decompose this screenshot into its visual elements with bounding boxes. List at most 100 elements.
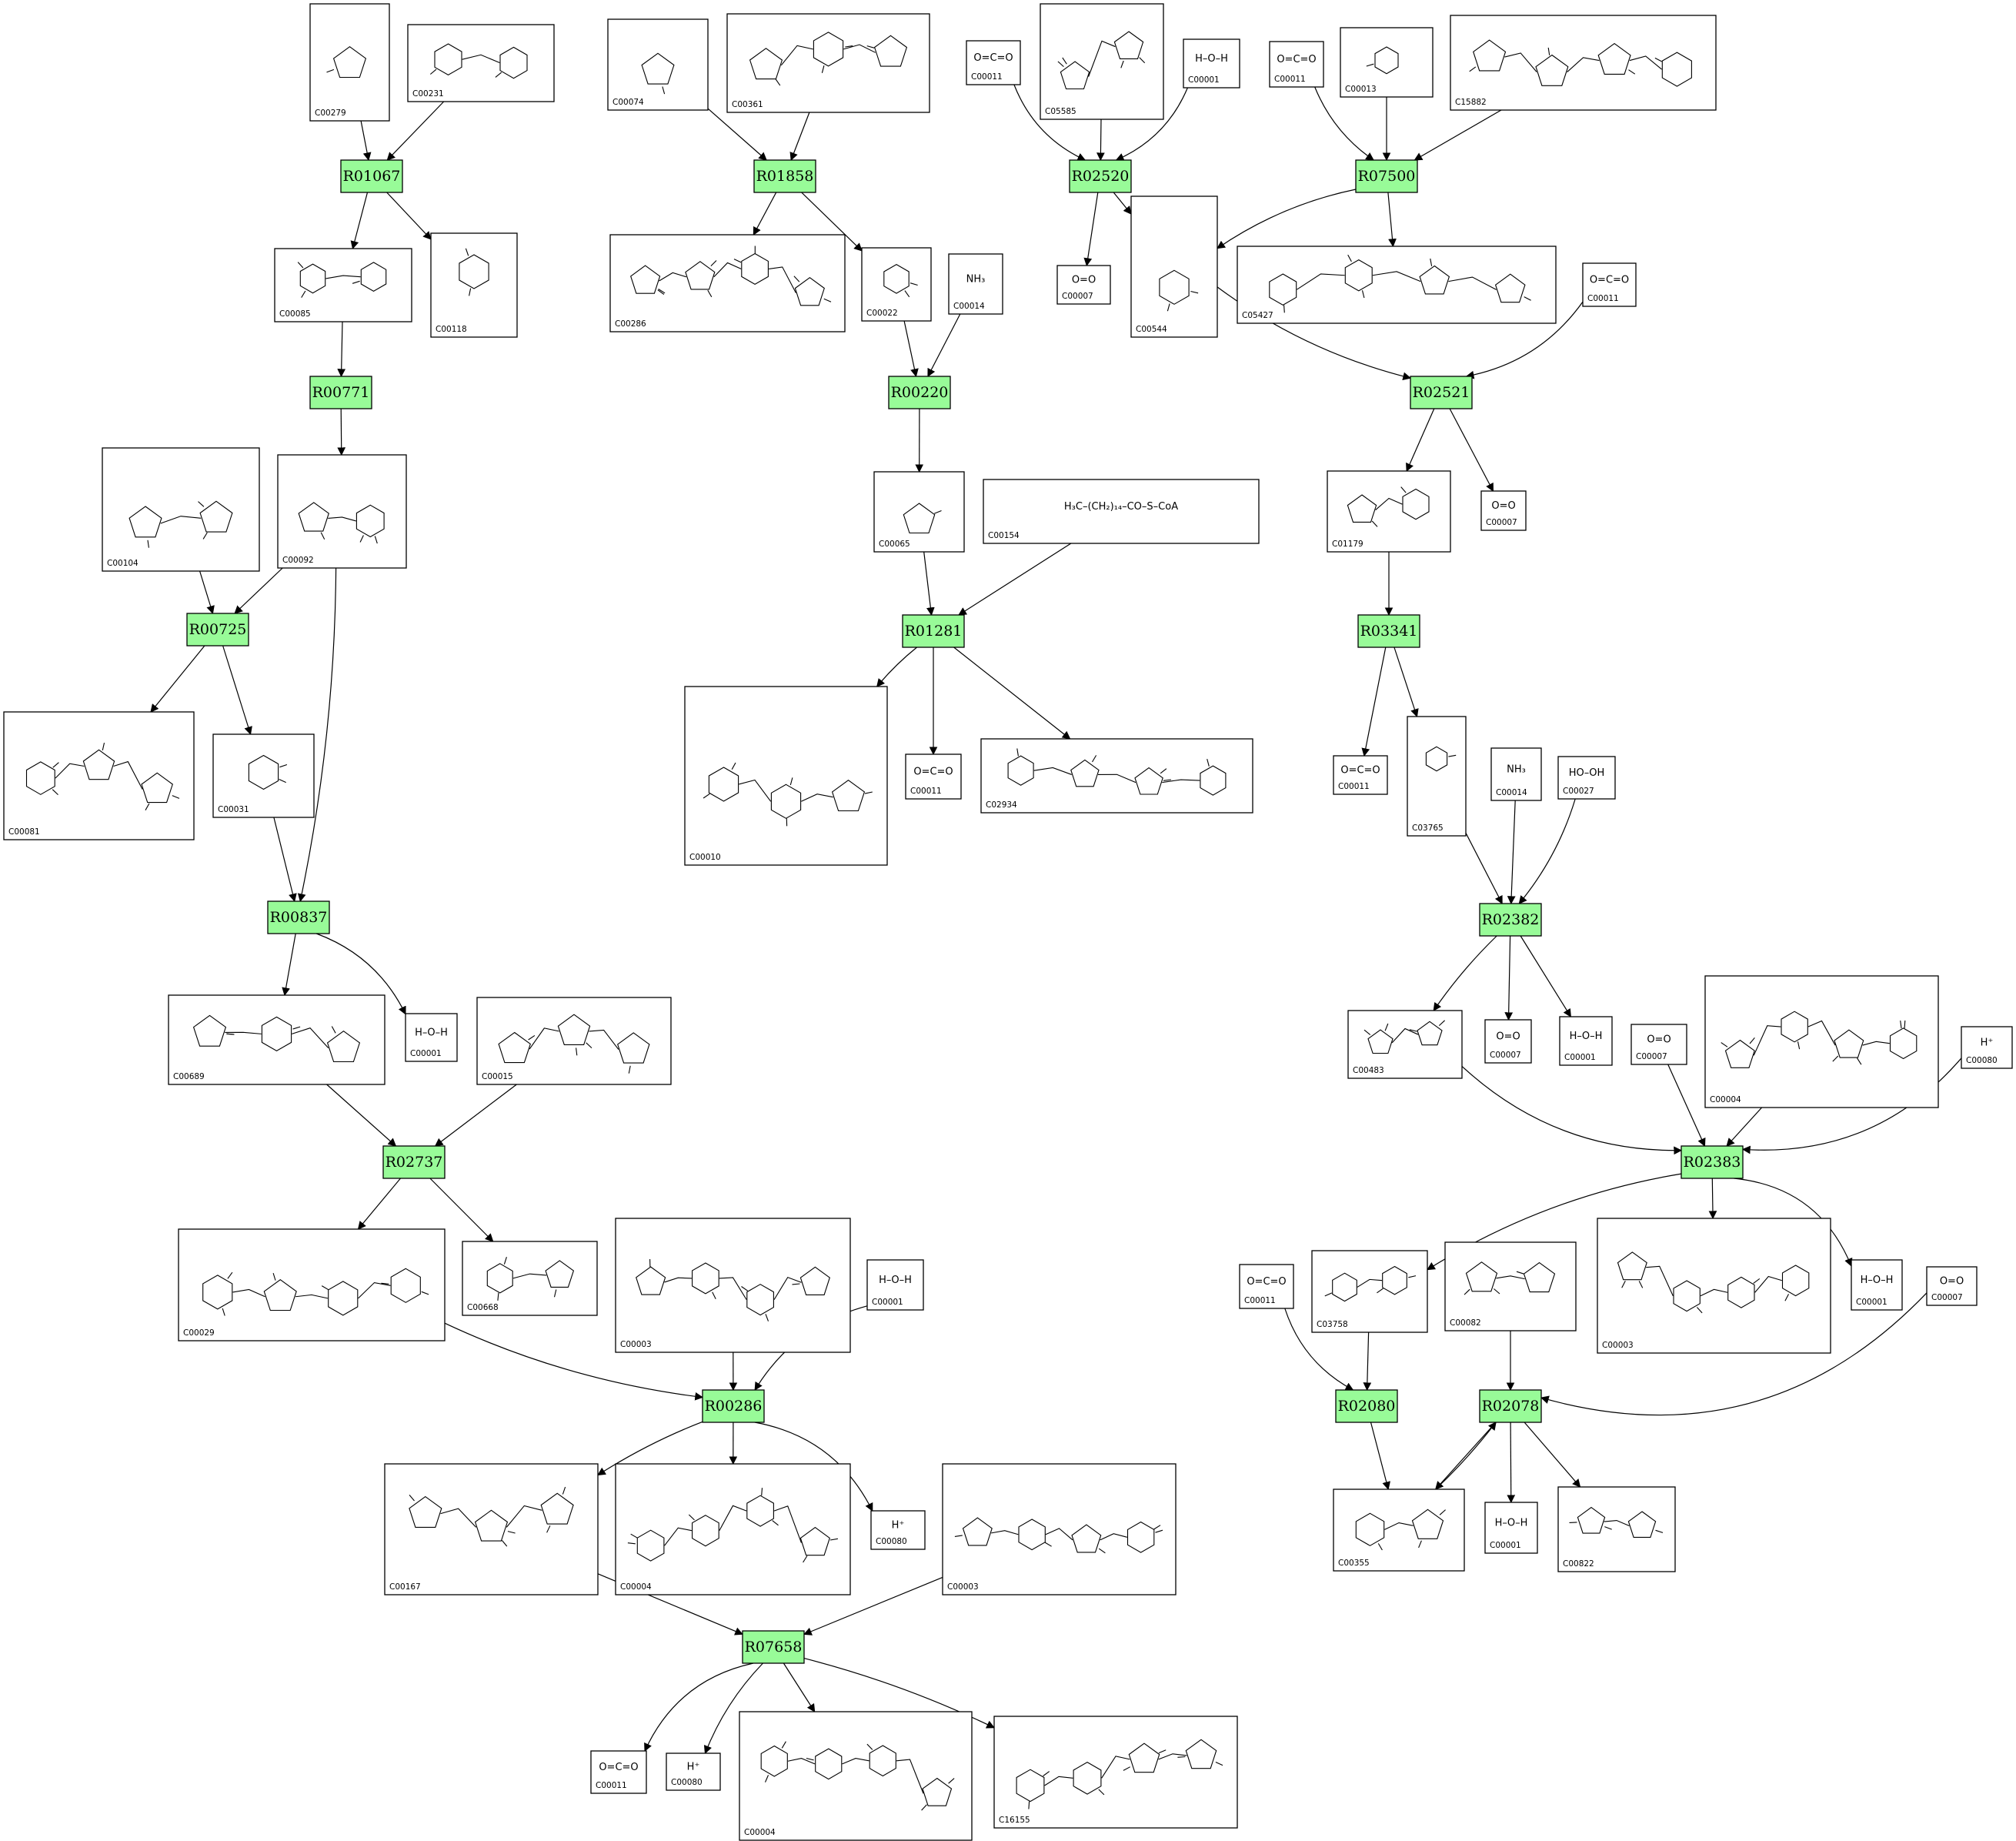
compound-node[interactable]: C00118: [430, 232, 518, 338]
reaction-node[interactable]: R02078: [1479, 1389, 1542, 1423]
reaction-node[interactable]: R07658: [742, 1630, 805, 1664]
compound-node[interactable]: H⁺C00080: [870, 1510, 926, 1550]
reaction-node[interactable]: R00220: [888, 376, 951, 409]
compound-node[interactable]: C00003: [1597, 1218, 1831, 1354]
edge-arrow: [1387, 192, 1397, 248]
compound-node[interactable]: C00022: [861, 247, 932, 322]
reaction-node[interactable]: R01067: [340, 159, 403, 193]
reaction-node[interactable]: R01858: [753, 159, 816, 193]
reaction-node[interactable]: R02737: [382, 1145, 446, 1179]
compound-node[interactable]: H⁺C00080: [1961, 1026, 2013, 1069]
compound-node[interactable]: C00082: [1444, 1241, 1577, 1331]
compound-box: [1333, 1489, 1465, 1572]
compound-node[interactable]: C00003: [942, 1463, 1177, 1595]
reaction-node[interactable]: R02520: [1069, 159, 1132, 193]
compound-formula: O=C=O: [913, 767, 953, 778]
compound-node[interactable]: C00279: [309, 3, 390, 122]
compound-node[interactable]: C00004: [615, 1463, 851, 1595]
compound-id: C00689: [173, 1072, 205, 1081]
compound-node[interactable]: C00544: [1130, 195, 1218, 338]
edge-arrow: [386, 192, 432, 240]
compound-id: C00011: [1244, 1296, 1276, 1305]
compound-node[interactable]: C00004: [1704, 975, 1939, 1108]
reaction-id: R01281: [905, 623, 963, 640]
compound-node[interactable]: C00689: [168, 994, 386, 1085]
edge-arrow: [801, 192, 863, 252]
compound-node[interactable]: C00074: [607, 18, 709, 111]
reaction-node[interactable]: R01281: [902, 614, 965, 648]
reaction-box: [1335, 1389, 1398, 1423]
compound-node[interactable]: C00092: [277, 454, 407, 569]
compound-node[interactable]: C05427: [1237, 246, 1557, 324]
reaction-node[interactable]: R03341: [1357, 614, 1420, 648]
reaction-node[interactable]: R00837: [267, 900, 330, 934]
reaction-node[interactable]: R02382: [1479, 903, 1542, 937]
reaction-node[interactable]: R07500: [1355, 159, 1418, 193]
compound-node[interactable]: H⁺C00080: [666, 1752, 721, 1791]
edge-arrow: [1083, 192, 1099, 267]
compound-id: C00544: [1136, 325, 1167, 334]
compound-node[interactable]: C00355: [1333, 1489, 1465, 1572]
compound-node[interactable]: C03765: [1407, 716, 1467, 837]
compound-node[interactable]: C02934: [980, 738, 1253, 814]
compound-node[interactable]: C03758: [1311, 1250, 1428, 1333]
edge-arrow: [1540, 1292, 1928, 1416]
compound-node[interactable]: C15882: [1450, 15, 1717, 111]
compound-node[interactable]: C00085: [274, 248, 412, 322]
compound-node[interactable]: C00003: [615, 1218, 851, 1353]
reaction-node[interactable]: R02080: [1335, 1389, 1398, 1423]
reaction-node[interactable]: R00771: [309, 376, 372, 409]
reaction-node[interactable]: R02521: [1410, 376, 1473, 409]
compound-node[interactable]: C00031: [212, 733, 315, 818]
compound-node[interactable]: C00015: [476, 997, 672, 1085]
reaction-node[interactable]: R00286: [702, 1389, 765, 1423]
reaction-box: [1069, 159, 1132, 193]
compound-node[interactable]: C00361: [726, 13, 930, 113]
compound-node[interactable]: C00668: [462, 1241, 598, 1316]
compound-box: [1557, 1486, 1676, 1572]
compound-node[interactable]: C00065: [873, 471, 965, 553]
compound-node[interactable]: C01179: [1327, 470, 1451, 553]
compound-node[interactable]: C00822: [1557, 1486, 1676, 1572]
reaction-node[interactable]: R00725: [186, 613, 249, 647]
edge-arrow: [444, 1322, 704, 1401]
compound-box: [948, 253, 1003, 315]
compound-node[interactable]: C00004: [739, 1711, 973, 1841]
compound-node[interactable]: C00010: [684, 686, 888, 866]
compound-node[interactable]: C00286: [609, 234, 846, 332]
reaction-node[interactable]: R02383: [1681, 1145, 1744, 1179]
compound-node[interactable]: C00013: [1340, 27, 1434, 98]
compound-node[interactable]: C00104: [102, 447, 260, 572]
compound-node[interactable]: C00231: [407, 24, 555, 102]
compound-node[interactable]: C00029: [178, 1228, 446, 1341]
compound-node[interactable]: C16155: [993, 1716, 1238, 1829]
edge-arrow: [234, 567, 283, 614]
compound-node[interactable]: C00081: [3, 711, 195, 840]
compound-node[interactable]: C00167: [384, 1463, 599, 1595]
compound-node[interactable]: C00483: [1347, 1010, 1463, 1079]
compound-node[interactable]: C05585: [1040, 3, 1164, 120]
